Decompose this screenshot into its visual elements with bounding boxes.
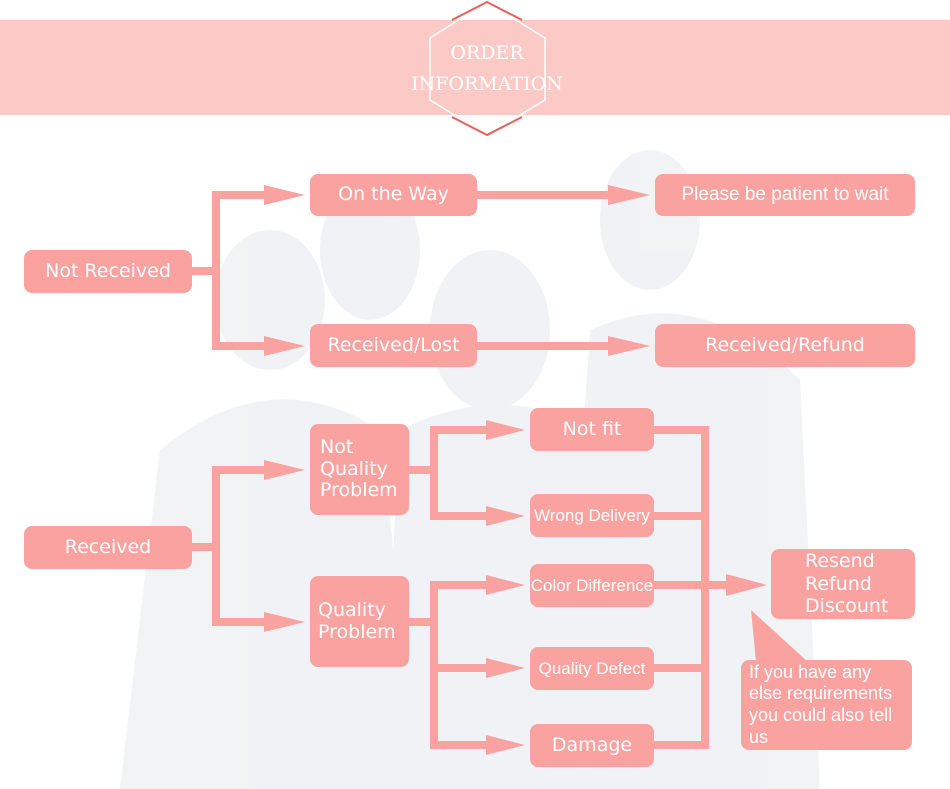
patient-wait-node: Please be patient to wait — [655, 174, 915, 216]
header-banner — [0, 20, 950, 115]
note-callout: If you have any else requirements you co… — [741, 660, 912, 750]
on-the-way-node: On the Way — [310, 174, 477, 216]
received-refund-node: Received/Refund — [655, 324, 915, 367]
issue-wrong-delivery: Wrong Delivery — [530, 494, 654, 537]
received-lost-node: Received/Lost — [310, 324, 477, 367]
issue-damage: Damage — [530, 724, 654, 767]
hexagon-icon — [429, 0, 546, 137]
issue-color-difference: Color Difference — [530, 564, 654, 607]
received-node: Received — [24, 526, 192, 569]
resolution-discount: Discount — [805, 595, 889, 618]
resolution-refund: Refund — [805, 572, 872, 595]
header-title-line2: INFORMATION — [411, 73, 563, 95]
issue-quality-defect: Quality Defect — [530, 647, 654, 690]
resolution-node: Resend Refund Discount — [771, 549, 915, 619]
issue-not-fit: Not fit — [530, 408, 654, 451]
quality-problem-node: Quality Problem — [310, 576, 409, 667]
not-received-node: Not Received — [24, 250, 192, 293]
resolution-resend: Resend — [805, 550, 875, 573]
header-title-line1: ORDER — [450, 42, 524, 64]
not-quality-problem-node: Not Quality Problem — [310, 424, 409, 515]
